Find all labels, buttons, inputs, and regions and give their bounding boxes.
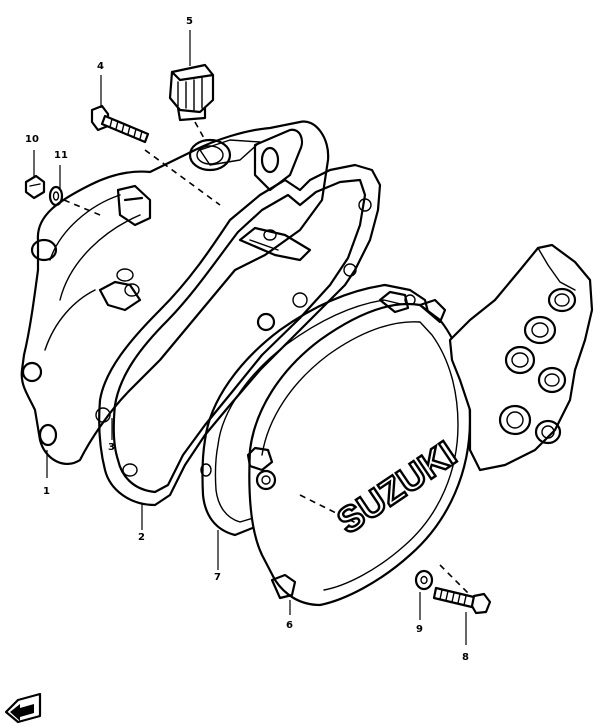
clutch-cover-gasket (95, 163, 382, 507)
bolt-10 (24, 174, 46, 200)
front-arrow-icon (4, 692, 42, 724)
washer-11 (48, 185, 101, 216)
bolt-4 (90, 104, 150, 144)
callout-9: 9 (416, 624, 423, 635)
callout-5: 5 (186, 16, 193, 27)
bolt-8 (432, 586, 492, 615)
callout-11: 11 (54, 150, 68, 161)
magneto-cover: SUZUKI (246, 290, 472, 607)
callout-7: 7 (214, 572, 221, 583)
callout-8: 8 (462, 652, 469, 663)
washer-9 (414, 569, 434, 591)
leader-lines (33, 30, 467, 645)
drive-housing (448, 243, 594, 472)
clutch-cover (20, 120, 330, 466)
callout-10: 10 (25, 134, 39, 145)
callout-6: 6 (286, 620, 293, 631)
callout-2: 2 (138, 532, 145, 543)
callout-1: 1 (43, 486, 50, 497)
callout-4: 4 (97, 61, 104, 72)
callout-3: 3 (108, 442, 115, 453)
oil-filler-cap (168, 63, 215, 141)
callout-labels: 1 2 3 4 5 6 7 8 9 10 11 (25, 16, 469, 663)
